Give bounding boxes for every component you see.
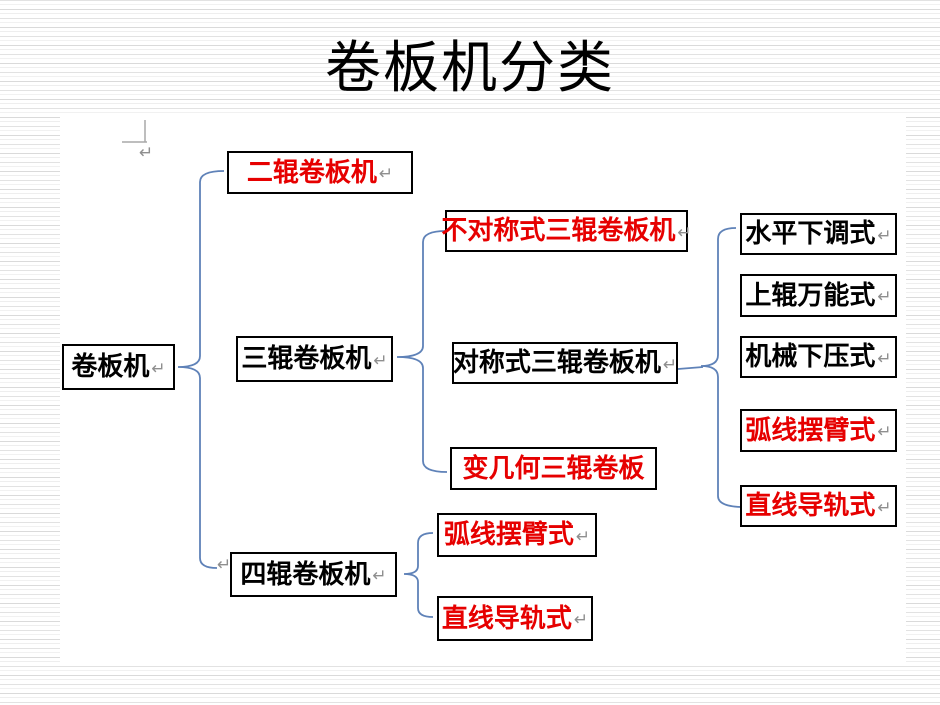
node-top-universal-label: 上辊万能式 — [745, 280, 876, 311]
node-sym-three-label: 对称式三辊卷板机 — [452, 348, 661, 378]
node-root-label: 卷板机 — [71, 352, 150, 382]
node-arc-swing-four-label: 弧线摆臂式 — [443, 520, 574, 550]
paragraph-mark: ↵ — [139, 143, 154, 163]
node-asym-three-label: 不对称式三辊卷板机 — [441, 216, 676, 246]
return-mark: ↵ — [677, 222, 692, 243]
node-three-roll: 三辊卷板机↵ — [236, 336, 393, 382]
paragraph-mark: ↵ — [217, 555, 232, 575]
node-root: 卷板机↵ — [62, 344, 175, 390]
slide-title: 卷板机分类 — [325, 36, 615, 101]
node-two-roll: 二辊卷板机↵ — [227, 151, 413, 194]
node-vargeo-three: 变几何三辊卷板 — [450, 447, 657, 490]
content-area — [60, 114, 906, 662]
node-four-roll-label: 四辊卷板机 — [240, 559, 371, 590]
node-four-roll: 四辊卷板机↵ — [230, 552, 397, 597]
node-asym-three: 不对称式三辊卷板机↵ — [441, 210, 692, 252]
return-mark: ↵ — [372, 566, 387, 586]
return-mark: ↵ — [575, 526, 591, 547]
return-mark: ↵ — [151, 358, 166, 379]
node-mech-press: 机械下压式↵ — [740, 336, 897, 378]
return-mark: ↵ — [877, 422, 892, 442]
return-mark: ↵ — [573, 610, 589, 630]
return-mark: ↵ — [373, 350, 388, 371]
return-mark: ↵ — [877, 287, 892, 307]
return-mark: ↵ — [662, 354, 678, 375]
node-horizontal-down-label: 水平下调式 — [745, 219, 876, 249]
node-linear-rail-label: 直线导轨式 — [745, 491, 876, 521]
return-mark: ↵ — [877, 225, 892, 246]
node-sym-three: 对称式三辊卷板机↵ — [452, 342, 678, 384]
node-linear-rail-four-label: 直线导轨式 — [441, 603, 572, 634]
node-horizontal-down: 水平下调式↵ — [740, 213, 897, 255]
return-mark: ↵ — [877, 348, 892, 369]
node-linear-rail: 直线导轨式↵ — [740, 485, 897, 527]
return-mark: ↵ — [877, 497, 892, 518]
node-two-roll-label: 二辊卷板机 — [246, 157, 377, 188]
node-top-universal: 上辊万能式↵ — [740, 274, 897, 317]
node-arc-swing: 弧线摆臂式↵ — [740, 409, 897, 452]
node-mech-press-label: 机械下压式 — [745, 342, 876, 372]
node-linear-rail-four: 直线导轨式↵ — [437, 596, 593, 641]
node-arc-swing-label: 弧线摆臂式 — [745, 415, 876, 446]
node-vargeo-three-label: 变几何三辊卷板 — [462, 453, 645, 484]
node-three-roll-label: 三辊卷板机 — [241, 344, 372, 374]
node-arc-swing-four: 弧线摆臂式↵ — [437, 513, 597, 557]
return-mark: ↵ — [378, 164, 394, 184]
